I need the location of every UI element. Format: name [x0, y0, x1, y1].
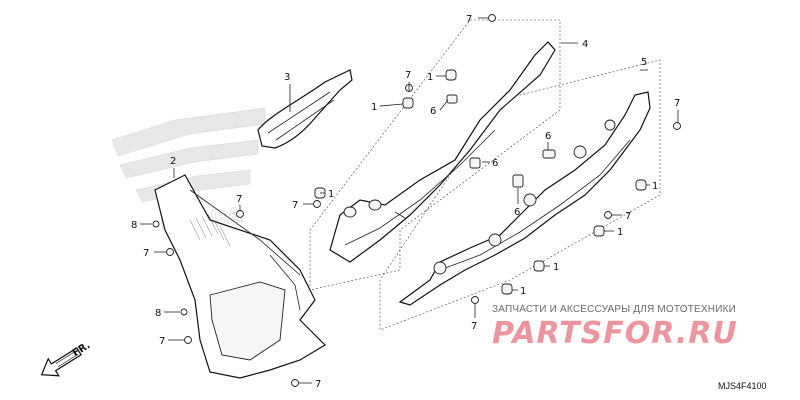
callout-1: 1	[652, 181, 658, 192]
callout-1: 1	[553, 262, 559, 273]
callout-1: 1	[328, 189, 334, 200]
grommet-icon	[593, 225, 605, 237]
part-2-cowl	[154, 174, 326, 379]
part-3-cover	[257, 69, 353, 149]
callout-7: 7	[159, 336, 165, 347]
callout-6: 6	[514, 207, 520, 218]
callout-7: 7	[674, 98, 680, 109]
callout-7: 7	[471, 321, 477, 332]
watermark-logo: PARTSFOR.RU	[492, 316, 738, 351]
callout-7: 7	[143, 248, 149, 259]
callout-7: 7	[625, 211, 631, 222]
screw-icon	[313, 200, 321, 208]
hardware	[152, 14, 681, 387]
part-5-side-cover	[398, 91, 651, 306]
callout-1: 1	[520, 286, 526, 297]
grommet-icon	[635, 179, 647, 191]
callout-7: 7	[466, 14, 472, 25]
screw-icon	[236, 210, 244, 218]
callout-8: 8	[131, 220, 137, 231]
callout-8: 8	[155, 308, 161, 319]
watermark-tagline: ЗАПЧАСТИ И АКСЕССУАРЫ ДЛЯ МОТОТЕХНИКИ	[492, 304, 737, 315]
clip-icon	[542, 149, 556, 159]
callout-7: 7	[315, 379, 321, 390]
grommet-icon	[402, 97, 414, 109]
callout-7: 7	[292, 200, 298, 211]
grommet-icon	[501, 283, 513, 295]
leader-lines	[140, 17, 679, 384]
clip-icon	[469, 157, 481, 169]
grommet-icon	[445, 69, 457, 81]
part-4-side-cover	[329, 41, 556, 263]
bolt-icon	[180, 308, 188, 316]
callout-7: 7	[236, 194, 242, 205]
screw-icon	[291, 379, 299, 387]
callout-6: 6	[430, 106, 436, 117]
screw-icon	[673, 122, 681, 130]
front-direction-label: FR.	[71, 340, 93, 359]
callout-1: 1	[427, 72, 433, 83]
callout-4: 4	[582, 39, 588, 50]
callout-6: 6	[545, 131, 551, 142]
callout-1: 1	[617, 227, 623, 238]
callout-6: 6	[492, 158, 498, 169]
bolt-icon	[152, 220, 160, 228]
screw-icon	[488, 14, 496, 22]
callout-7: 7	[405, 70, 411, 81]
clip-icon	[446, 94, 458, 104]
callout-5: 5	[641, 57, 647, 68]
callout-3: 3	[284, 72, 290, 83]
grommet-icon	[533, 260, 545, 272]
group-frame-5	[379, 59, 661, 331]
clip-icon	[512, 174, 524, 188]
screw-icon	[604, 211, 612, 219]
front-direction-arrow-icon	[40, 347, 82, 377]
screw-icon	[471, 296, 479, 304]
callout-2: 2	[170, 156, 176, 167]
screw-icon	[166, 248, 174, 256]
screw-icon	[184, 336, 192, 344]
diagram-code: MJS4F4100	[718, 381, 767, 391]
callout-1: 1	[371, 102, 377, 113]
